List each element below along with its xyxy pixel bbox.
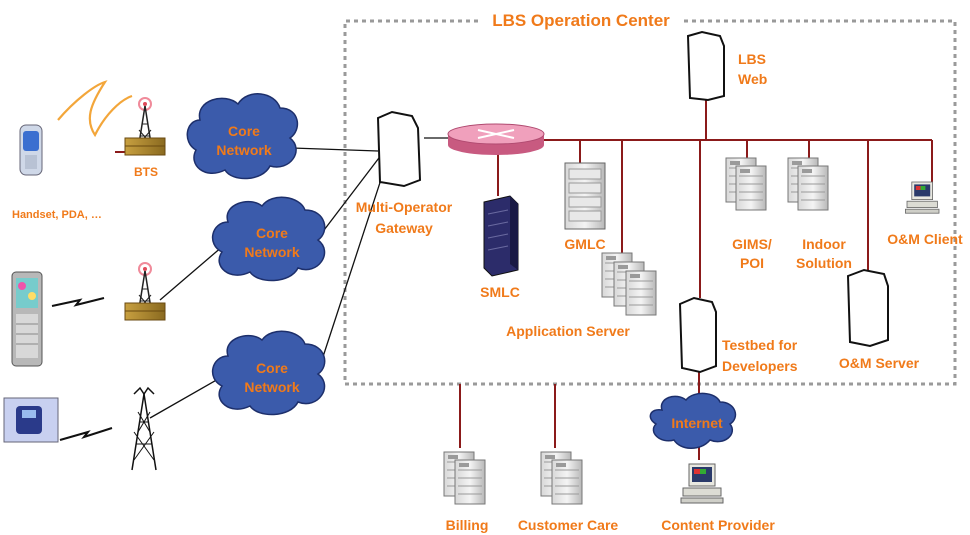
billing-label: Billing — [446, 517, 489, 533]
core-network-label: Network — [244, 379, 299, 395]
wireless-link-icon — [51, 297, 105, 307]
wireless-link-icon — [59, 427, 113, 441]
billing-server-icon — [443, 451, 486, 505]
testbed-label: Developers — [722, 358, 798, 374]
operation-center-frame — [343, 19, 957, 386]
radio-tower-icon — [131, 386, 157, 471]
testbed-server-icon — [678, 296, 717, 374]
lbs-web-server-icon — [686, 30, 725, 102]
core-network-label: Core — [256, 225, 288, 241]
bts-tower-icon — [124, 262, 166, 321]
om-server-label: O&M Server — [839, 355, 920, 371]
bts-label: BTS — [134, 165, 158, 179]
gims-label: GIMS/ — [732, 236, 772, 252]
internet-label: Internet — [671, 415, 723, 431]
bts-tower-icon — [124, 97, 166, 156]
core-network-cloud-1 — [186, 93, 299, 180]
operation-center-title: LBS Operation Center — [492, 11, 670, 30]
content-provider-pc-icon — [680, 463, 724, 504]
phone-device-icon — [3, 397, 59, 443]
core-network-label: Network — [244, 244, 299, 260]
indoor-solution-server-icon — [787, 157, 829, 211]
core-network-label: Core — [228, 123, 260, 139]
customer-care-server-icon — [540, 451, 583, 505]
pda-icon — [11, 271, 43, 367]
content-provider-label: Content Provider — [661, 517, 775, 533]
indoor-solution-label: Solution — [796, 255, 852, 271]
core-network-label: Core — [256, 360, 288, 376]
radio-wave-icon — [57, 80, 133, 138]
gmlc-server-icon — [564, 162, 606, 230]
core-network-label: Network — [216, 142, 271, 158]
gateway-label: Gateway — [375, 220, 433, 236]
internet-cloud — [649, 392, 737, 449]
testbed-label: Testbed for — [722, 337, 798, 353]
lbs-web-label: LBS — [738, 51, 766, 67]
lbs-web-label: Web — [738, 71, 767, 87]
gims-server-icon — [725, 157, 767, 211]
om-client-label: O&M Client — [887, 231, 963, 247]
indoor-solution-label: Indoor — [802, 236, 846, 252]
gmlc-label: GMLC — [564, 236, 605, 252]
router-icon — [447, 123, 545, 155]
core-network-cloud-3 — [211, 330, 326, 416]
smlc-label: SMLC — [480, 284, 520, 300]
customer-care-label: Customer Care — [518, 517, 619, 533]
gims-label: POI — [740, 255, 764, 271]
handset-icon — [19, 124, 43, 176]
om-client-pc-icon — [905, 181, 940, 214]
handset-label: Handset, PDA, … — [12, 209, 102, 221]
core-network-cloud-2 — [211, 196, 326, 282]
gateway-label: Multi-Operator — [356, 199, 453, 215]
om-server-icon — [846, 268, 889, 348]
gateway-server-icon — [376, 110, 422, 188]
application-server-icon — [601, 252, 657, 316]
smlc-server-icon — [483, 195, 519, 277]
application-server-label: Application Server — [506, 323, 630, 339]
